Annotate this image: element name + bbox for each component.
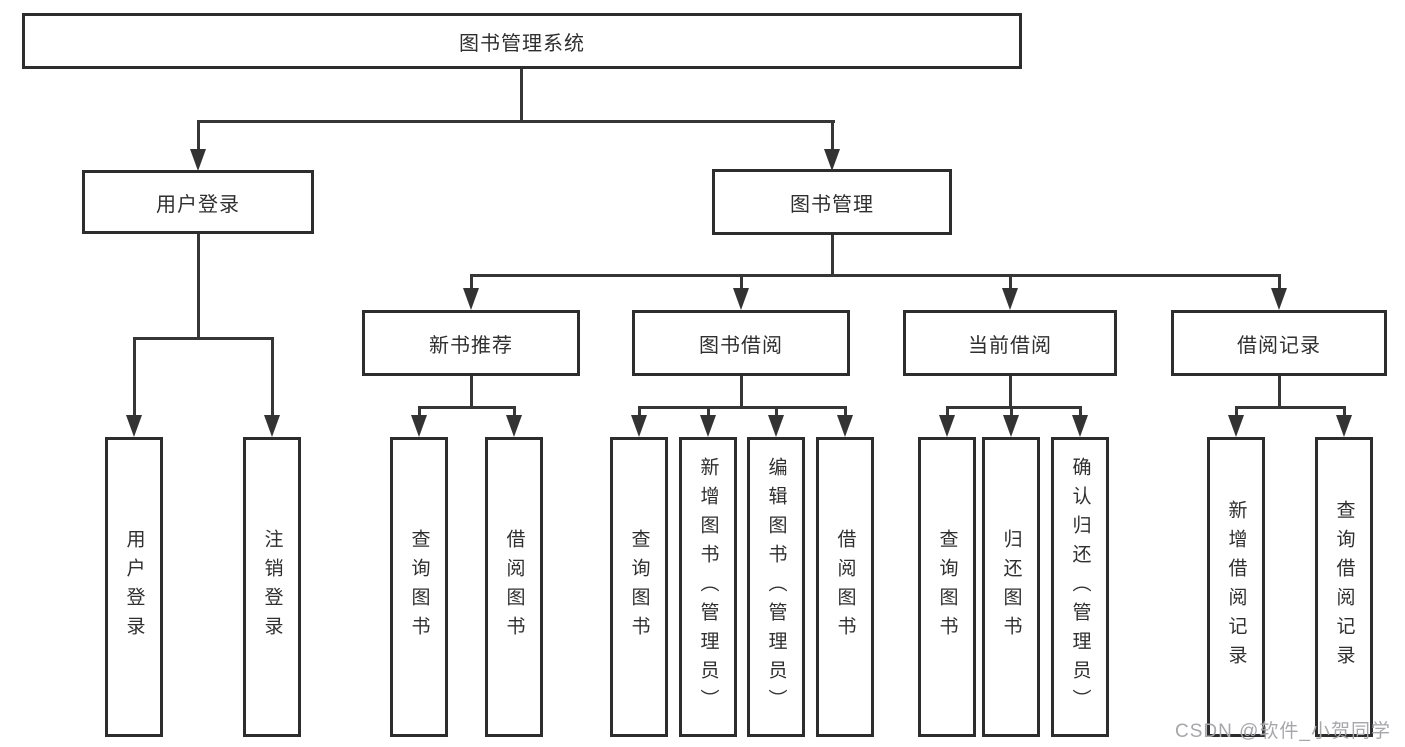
arrowhead-icon: [837, 415, 853, 437]
arrowhead-icon: [1072, 415, 1088, 437]
connector-drop: [946, 406, 949, 416]
arrowhead-icon: [939, 415, 955, 437]
connector-drop: [740, 274, 743, 289]
node-user-login: 用户登录: [82, 170, 314, 234]
node-borrowing-records: 借阅记录: [1171, 310, 1387, 376]
connector-drop: [1010, 406, 1013, 416]
arrowhead-icon: [126, 415, 142, 437]
arrowhead-icon: [700, 415, 716, 437]
node-library-management-system: 图书管理系统: [22, 13, 1022, 69]
connector-user-login-rail: [133, 337, 274, 340]
arrowhead-icon: [768, 415, 784, 437]
leaf-label: 查询借阅记录: [1333, 500, 1355, 674]
connector-rail: [638, 406, 847, 409]
leaf-label: 用户登录: [123, 529, 145, 645]
leaf-query-books-recommend: 查询图书: [390, 437, 448, 737]
arrowhead-icon: [506, 415, 522, 437]
node-new-book-recommend: 新书推荐: [362, 310, 580, 376]
connector-drop: [1235, 406, 1238, 416]
connector-drop: [638, 406, 641, 416]
connector-drop: [1079, 406, 1082, 416]
connector-level2-rail: [197, 120, 835, 123]
connector-user-login-stem: [197, 234, 200, 338]
connector-drop: [470, 274, 473, 289]
connector-drop: [271, 337, 274, 415]
leaf-query-books-borrow: 查询图书: [610, 437, 668, 737]
leaf-return-books: 归还图书: [982, 437, 1040, 737]
leaf-label: 查询图书: [936, 529, 958, 645]
arrowhead-icon: [1228, 415, 1244, 437]
leaf-borrow-books-recommend: 借阅图书: [485, 437, 543, 737]
leaf-label: 新增借阅记录: [1225, 500, 1247, 674]
arrowhead-icon: [631, 415, 647, 437]
arrowhead-icon: [824, 149, 840, 171]
connector-stem: [740, 376, 743, 407]
connector-drop: [1278, 274, 1281, 289]
connector-drop: [1009, 274, 1012, 289]
connector-drop: [513, 406, 516, 416]
connector-drop: [418, 406, 421, 416]
leaf-label: 注销登录: [261, 529, 283, 645]
leaf-label: 确认归还（管理员）: [1069, 456, 1091, 718]
leaf-label: 借阅图书: [834, 529, 856, 645]
connector-drop: [133, 337, 136, 415]
node-current-borrowing: 当前借阅: [903, 310, 1117, 376]
leaf-borrow-books: 借阅图书: [816, 437, 874, 737]
connector-drop: [844, 406, 847, 416]
connector-rail: [946, 406, 1082, 409]
leaf-query-books-current: 查询图书: [918, 437, 976, 737]
connector-drop: [775, 406, 778, 416]
leaf-label: 编辑图书（管理员）: [765, 456, 787, 718]
connector-rail: [418, 406, 516, 409]
leaf-add-books-admin: 新增图书（管理员）: [679, 437, 737, 737]
leaf-label: 新增图书（管理员）: [697, 456, 719, 718]
leaf-query-borrow-record: 查询借阅记录: [1315, 437, 1373, 737]
leaf-label: 查询图书: [628, 529, 650, 645]
leaf-user-login: 用户登录: [105, 437, 163, 737]
connector-stem: [470, 376, 473, 407]
node-book-borrowing: 图书借阅: [632, 310, 850, 376]
connector-drop: [1343, 406, 1346, 416]
connector-stem: [1278, 376, 1281, 407]
arrowhead-icon: [463, 288, 479, 310]
leaf-edit-books-admin: 编辑图书（管理员）: [747, 437, 805, 737]
csdn-watermark: CSDN @软件_小贺同学: [1175, 721, 1391, 742]
connector-drop: [831, 120, 834, 150]
connector-stem: [1009, 376, 1012, 407]
leaf-label: 归还图书: [1000, 529, 1022, 645]
arrowhead-icon: [1003, 415, 1019, 437]
arrowhead-icon: [190, 149, 206, 171]
connector-level3-rail: [470, 274, 1281, 277]
leaf-logout: 注销登录: [243, 437, 301, 737]
arrowhead-icon: [1002, 288, 1018, 310]
leaf-label: 查询图书: [408, 529, 430, 645]
node-book-management: 图书管理: [712, 169, 952, 235]
connector-root-stem: [520, 69, 523, 120]
leaf-confirm-return-admin: 确认归还（管理员）: [1051, 437, 1109, 737]
leaf-add-borrow-record: 新增借阅记录: [1207, 437, 1265, 737]
connector-book-mgmt-stem: [831, 235, 834, 275]
arrowhead-icon: [1336, 415, 1352, 437]
arrowhead-icon: [411, 415, 427, 437]
connector-rail: [1235, 406, 1346, 409]
leaf-label: 借阅图书: [503, 529, 525, 645]
connector-drop: [707, 406, 710, 416]
arrowhead-icon: [1271, 288, 1287, 310]
connector-drop: [197, 120, 200, 150]
arrowhead-icon: [264, 415, 280, 437]
arrowhead-icon: [733, 288, 749, 310]
